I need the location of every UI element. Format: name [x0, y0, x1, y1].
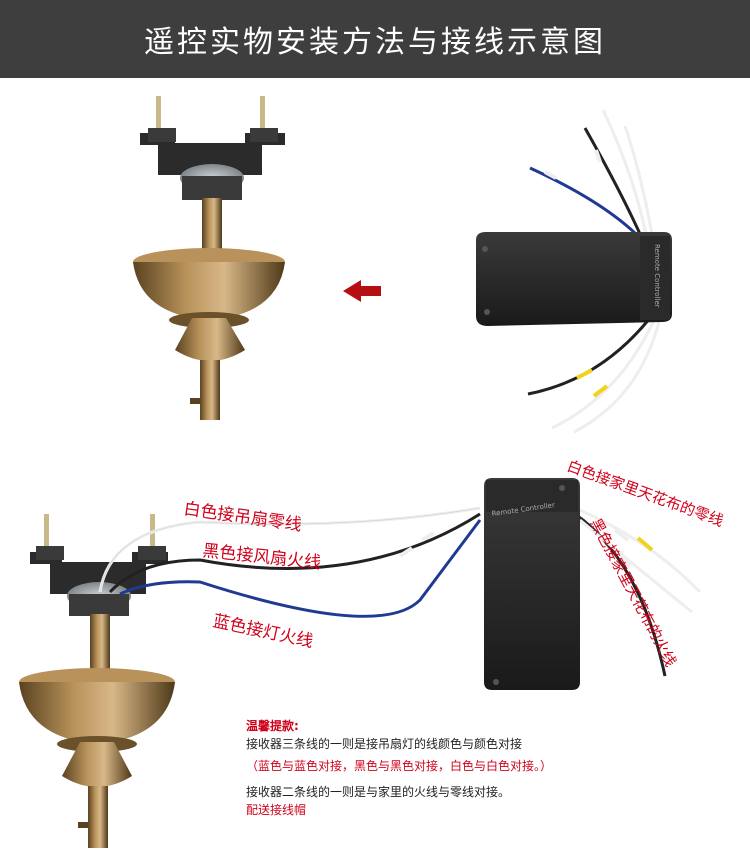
receiver-bottom: Remote Controller: [484, 478, 580, 690]
page-title: 遥控实物安装方法与接线示意图: [144, 25, 606, 60]
illustration: Remote Controller: [19, 96, 726, 848]
tips-box: 温馨提款: 接收器三条线的一则是接吊扇灯的线颜色与颜色对接 （蓝色与蓝色对接，黑…: [246, 717, 726, 819]
tips-line-2: （蓝色与蓝色对接，黑色与黑色对接，白色与白色对接。）: [246, 759, 553, 773]
tips-line-4: 配送接线帽: [246, 803, 307, 817]
label-white-to-home: 白色接家里天花布的零线: [565, 457, 726, 530]
tips-line-3: 接收器二条线的一则是与家里的火线与零线对接。: [246, 785, 511, 799]
label-blue-to-lamp: 蓝色接灯火线: [211, 611, 315, 652]
left-arrow-icon: [343, 280, 381, 302]
tips-line-1: 接收器三条线的一则是接吊扇灯的线颜色与颜色对接: [246, 737, 523, 751]
ceiling-canopy-top: [133, 96, 285, 420]
connection-wires: [98, 506, 702, 677]
ceiling-canopy-bottom: [19, 514, 175, 848]
label-white-to-fan: 白色接吊扇零线: [182, 499, 303, 535]
header-bar: 遥控实物安装方法与接线示意图: [0, 0, 750, 78]
receiver-top: Remote Controller: [476, 109, 672, 434]
receiver-top-label: Remote Controller: [653, 244, 661, 308]
tips-title: 温馨提款:: [246, 719, 299, 733]
